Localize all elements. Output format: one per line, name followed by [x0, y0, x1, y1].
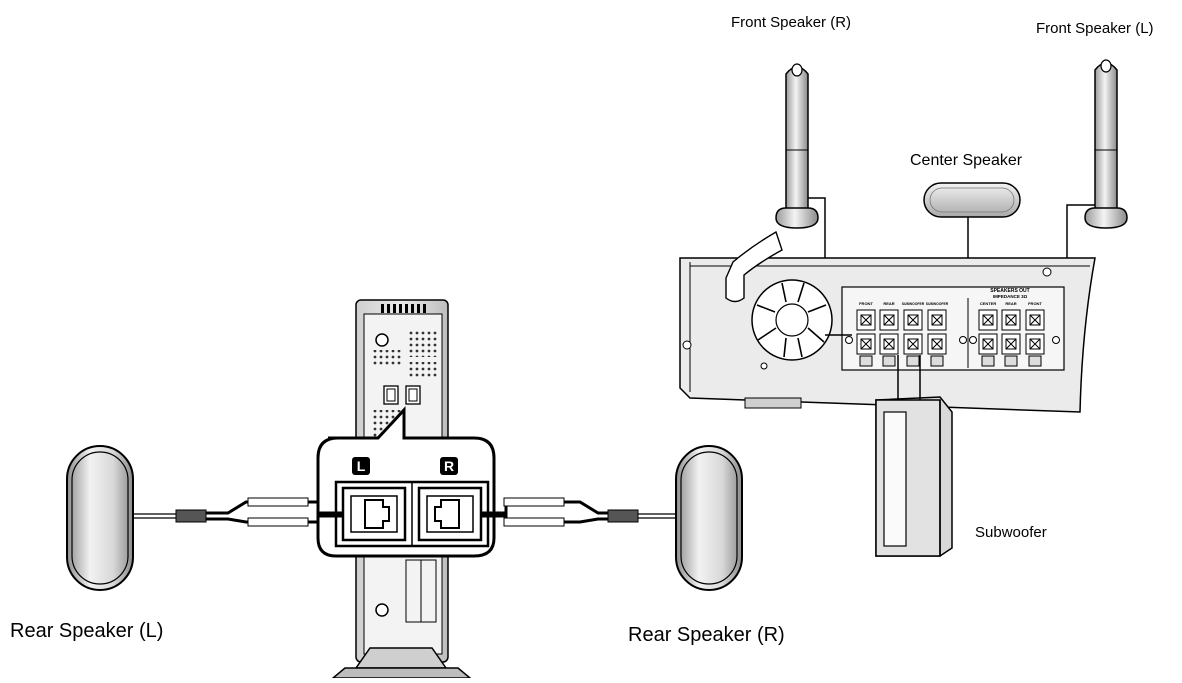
terminal-screw	[860, 338, 872, 350]
left-badge: L	[357, 458, 366, 474]
speakers-out-panel: SPEAKERS OUT IMPEDANCE 3Ω FRONT REAR SUB…	[841, 286, 1065, 371]
rear-speaker-r-label: Rear Speaker (R)	[628, 624, 785, 646]
terminal-base	[906, 355, 920, 367]
terminal-base	[981, 355, 995, 367]
terminal-label: SUBWOOFER	[902, 302, 925, 306]
terminal-base	[882, 355, 896, 367]
terminal-screw	[931, 338, 943, 350]
terminal-label: FRONT	[1028, 301, 1042, 306]
terminal-label: SUBWOOFER	[926, 302, 949, 306]
terminal-screw	[1029, 338, 1041, 350]
impedance-label: IMPEDANCE 3Ω	[993, 294, 1028, 299]
subwoofer	[875, 396, 953, 557]
terminal-screw	[907, 314, 919, 326]
right-badge: R	[444, 458, 454, 474]
cooling-fan	[751, 279, 833, 361]
connector-callout: L R	[316, 406, 496, 558]
vent-slots	[381, 304, 426, 313]
terminal-screw	[982, 314, 994, 326]
terminal-label: REAR	[1005, 301, 1016, 306]
terminal-label: REAR	[883, 301, 894, 306]
terminal-screw	[1005, 338, 1017, 350]
terminal-screw	[1005, 314, 1017, 326]
terminal-label: FRONT	[859, 301, 873, 306]
terminal-screw	[860, 314, 872, 326]
cable-right	[481, 497, 676, 527]
front-speaker-r-label: Front Speaker (R)	[731, 14, 852, 31]
rear-speaker-left	[66, 445, 134, 591]
terminal-screw	[883, 314, 895, 326]
cable-left	[133, 497, 343, 527]
receiver-unit: SPEAKERS OUT IMPEDANCE 3Ω FRONT REAR SUB…	[679, 230, 1096, 413]
rear-speaker-l-label: Rear Speaker (L)	[10, 620, 164, 642]
terminal-base	[930, 355, 944, 367]
terminal-base	[1028, 355, 1042, 367]
subwoofer-label: Subwoofer	[975, 524, 1047, 541]
terminal-screw	[1029, 314, 1041, 326]
terminal-screw	[907, 338, 919, 350]
rear-speaker-right	[675, 445, 743, 591]
center-speaker	[923, 182, 1021, 218]
terminal-label: CENTER	[980, 301, 997, 306]
speakers-out-label: SPEAKERS OUT	[990, 288, 1029, 294]
center-speaker-label: Center Speaker	[910, 152, 1023, 169]
terminal-screw	[883, 338, 895, 350]
terminal-screw	[982, 338, 994, 350]
front-speaker-right	[775, 63, 819, 229]
front-speaker-left	[1084, 59, 1128, 229]
terminal-base	[1004, 355, 1018, 367]
front-speaker-l-label: Front Speaker (L)	[1036, 20, 1154, 37]
terminal-base	[859, 355, 873, 367]
terminal-screw	[931, 314, 943, 326]
